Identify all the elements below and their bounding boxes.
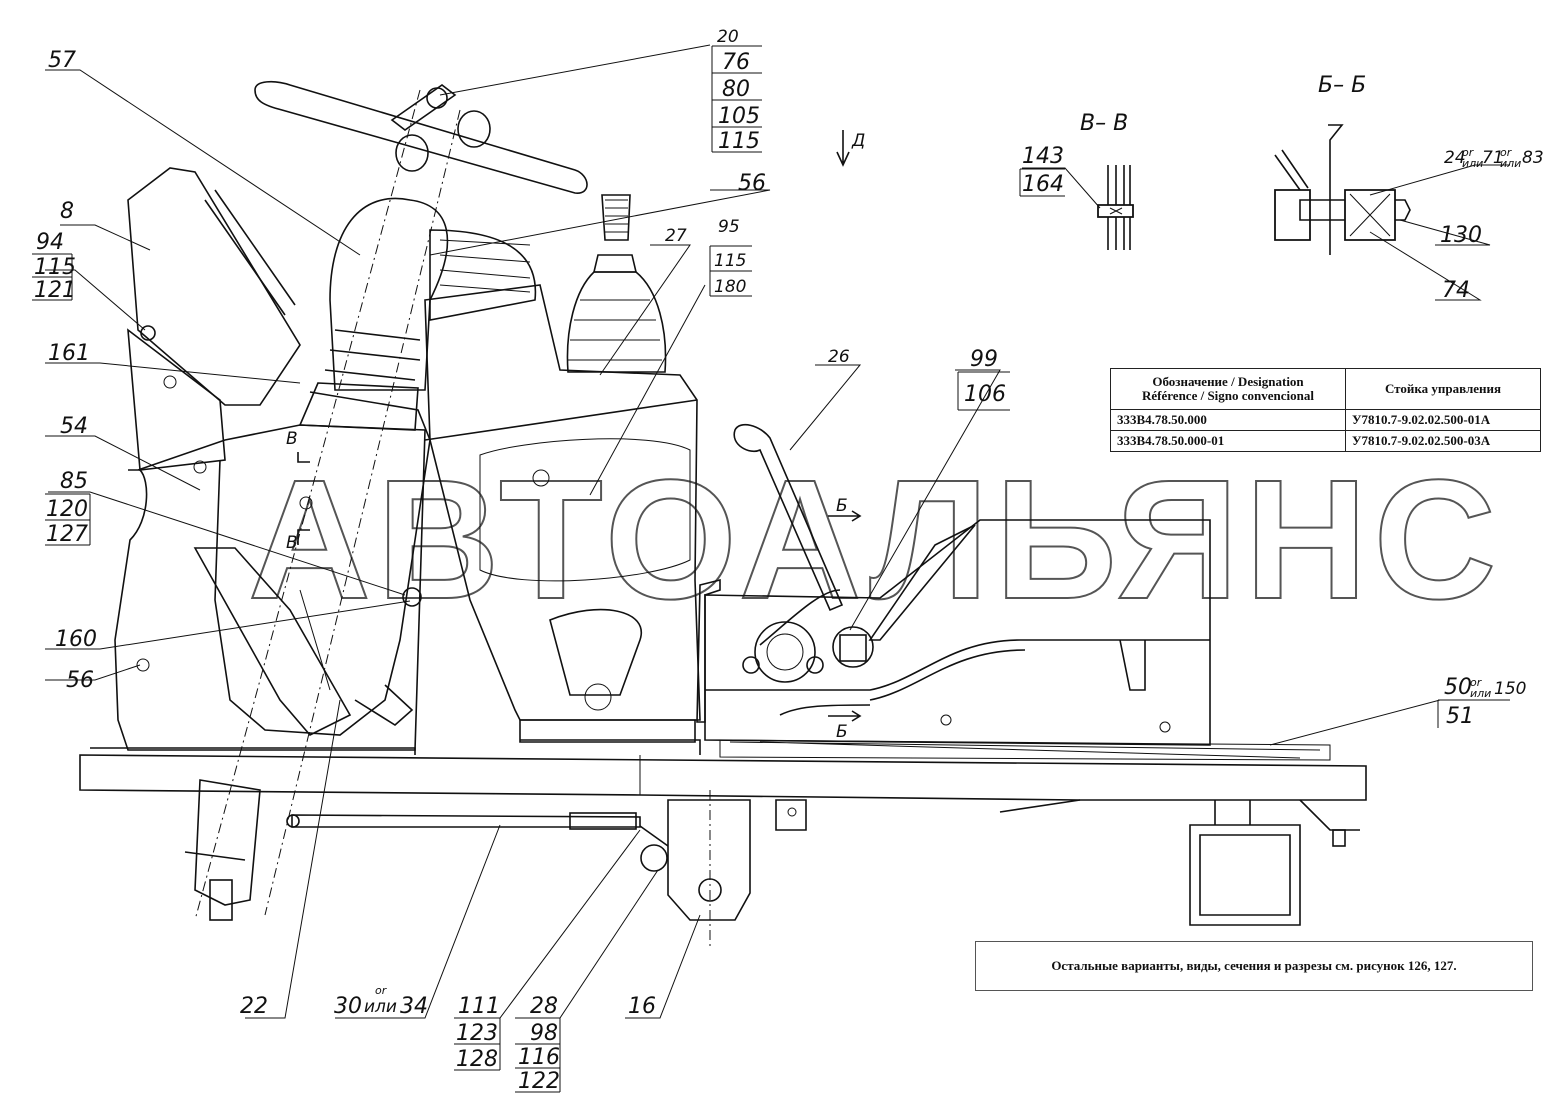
callout-stack-95: 95 115 180 bbox=[709, 217, 752, 297]
callout-labels: 57 20 76 80 105 115 8 94 115 121 161 54 bbox=[32, 27, 1544, 1094]
left-housing bbox=[114, 167, 431, 751]
callout-127: 127 bbox=[46, 522, 88, 547]
control-post-cell: У7810.7-9.02.02.500-01А bbox=[1345, 409, 1541, 431]
section-v-upper-mark: В bbox=[286, 429, 298, 449]
callout-28: 28 bbox=[530, 994, 558, 1019]
callout-115: 115 bbox=[718, 129, 760, 154]
callout-stack-50: 50 or или 150 51 bbox=[1437, 675, 1526, 729]
joystick bbox=[566, 194, 667, 373]
callout-or-30: or bbox=[375, 984, 388, 997]
callout-ili-2: или bbox=[1500, 157, 1521, 170]
callout-stack-28: 28 98 116 122 bbox=[515, 994, 561, 1094]
lower-rod-linkage bbox=[286, 790, 1360, 950]
callout-stack-94: 94 115 121 bbox=[32, 230, 76, 303]
reference-note-text: Остальные варианты, виды, сечения и разр… bbox=[1051, 958, 1457, 973]
section-v-v-title: В– В bbox=[1080, 111, 1128, 136]
callout-stack-111: 111 123 128 bbox=[454, 994, 501, 1072]
callout-98: 98 bbox=[530, 1021, 558, 1046]
callout-stack-143: 143 164 bbox=[1019, 144, 1065, 197]
callout-76: 76 bbox=[722, 50, 750, 75]
callout-56-top: 56 bbox=[738, 171, 766, 196]
callout-116: 116 bbox=[518, 1045, 560, 1070]
callout-95: 95 bbox=[718, 217, 740, 237]
callout-8: 8 bbox=[60, 199, 74, 224]
callout-83: 83 bbox=[1522, 148, 1544, 168]
callout-ili-1: или bbox=[1462, 157, 1483, 170]
callout-74: 74 bbox=[1442, 278, 1470, 303]
callout-115-mid: 115 bbox=[714, 251, 746, 271]
callout-120: 120 bbox=[46, 497, 88, 522]
callout-121: 121 bbox=[34, 278, 76, 303]
callout-161: 161 bbox=[48, 341, 90, 366]
view-d-label: Д bbox=[851, 131, 865, 151]
section-b-b-title: Б– Б bbox=[1318, 73, 1366, 98]
section-b-b-detail: Б– Б bbox=[1274, 73, 1411, 255]
callout-stack-20: 20 76 80 105 115 bbox=[711, 27, 762, 154]
callout-123: 123 bbox=[456, 1021, 498, 1046]
callout-stack-85: 85 120 127 bbox=[45, 469, 91, 547]
callout-122: 122 bbox=[518, 1069, 560, 1094]
callout-22: 22 bbox=[240, 994, 268, 1019]
section-b-lower-mark: Б bbox=[836, 722, 848, 742]
callout-160: 160 bbox=[55, 627, 97, 652]
callout-56-left: 56 bbox=[66, 668, 94, 693]
callout-80: 80 bbox=[722, 77, 750, 102]
callout-30: 30 bbox=[334, 994, 362, 1019]
designation-table: Обозначение / Designation Référence / Si… bbox=[1110, 368, 1541, 452]
designation-cell: 333B4.78.50.000-01 bbox=[1110, 430, 1346, 452]
callout-150: 150 bbox=[1494, 679, 1526, 699]
callout-54: 54 bbox=[60, 414, 88, 439]
callout-30-34: 30 or или 34 bbox=[334, 984, 428, 1019]
callout-143: 143 bbox=[1022, 144, 1064, 169]
callout-105: 105 bbox=[718, 104, 760, 129]
callout-94: 94 bbox=[36, 230, 64, 255]
section-markers: Д Б Б В В bbox=[286, 130, 865, 742]
callout-180: 180 bbox=[714, 277, 746, 297]
callout-85: 85 bbox=[60, 469, 88, 494]
callout-50: 50 bbox=[1444, 675, 1472, 700]
section-v-lower-mark: В bbox=[286, 533, 298, 553]
callout-or-1: or bbox=[1462, 146, 1475, 159]
callout-16: 16 bbox=[628, 994, 656, 1019]
callout-115-left: 115 bbox=[34, 255, 76, 280]
callout-24: 24 bbox=[1444, 148, 1466, 168]
center-housing bbox=[424, 284, 701, 743]
table-row: 333B4.78.50.000 У7810.7-9.02.02.500-01А bbox=[1110, 409, 1541, 431]
callout-128: 128 bbox=[456, 1047, 498, 1072]
reference-note: Остальные варианты, виды, сечения и разр… bbox=[975, 941, 1533, 991]
table-row: 333B4.78.50.000-01 У7810.7-9.02.02.500-0… bbox=[1110, 430, 1541, 452]
callout-71: 71 bbox=[1482, 148, 1504, 168]
callout-51: 51 bbox=[1446, 704, 1474, 729]
callout-164: 164 bbox=[1022, 172, 1064, 197]
callout-stack-99: 99 106 bbox=[957, 347, 1010, 411]
header-control-post: Стойка управления bbox=[1345, 368, 1541, 410]
callout-57: 57 bbox=[48, 48, 76, 73]
section-v-v-detail: В– В bbox=[1080, 111, 1134, 250]
steering-column bbox=[184, 80, 588, 921]
callout-26: 26 bbox=[828, 347, 850, 367]
callout-20: 20 bbox=[717, 27, 739, 47]
callout-106: 106 bbox=[964, 382, 1006, 407]
callout-ili-30: или bbox=[364, 997, 397, 1017]
callout-34: 34 bbox=[400, 994, 428, 1019]
section-b-upper-mark: Б bbox=[836, 496, 848, 516]
watermark-text: АВТОАЛЬЯНС bbox=[248, 445, 1502, 635]
header-designation: Обозначение / Designation Référence / Si… bbox=[1110, 368, 1346, 410]
base-platform bbox=[79, 739, 1367, 801]
callout-or-2: or bbox=[1500, 146, 1513, 159]
callout-24-71-83: 24 or или 71 or или 83 bbox=[1444, 146, 1544, 170]
right-pedal-assembly bbox=[696, 423, 1211, 746]
designation-cell: 333B4.78.50.000 bbox=[1110, 409, 1346, 431]
control-post-cell: У7810.7-9.02.02.500-03А bbox=[1345, 430, 1541, 452]
callout-111: 111 bbox=[458, 994, 500, 1019]
callout-99: 99 bbox=[970, 347, 998, 372]
callout-27: 27 bbox=[665, 226, 687, 246]
table-header-row: Обозначение / Designation Référence / Si… bbox=[1110, 368, 1541, 410]
callout-or-50: or bbox=[1470, 676, 1483, 689]
callout-ili-50: или bbox=[1470, 687, 1491, 700]
callout-130: 130 bbox=[1440, 223, 1482, 248]
